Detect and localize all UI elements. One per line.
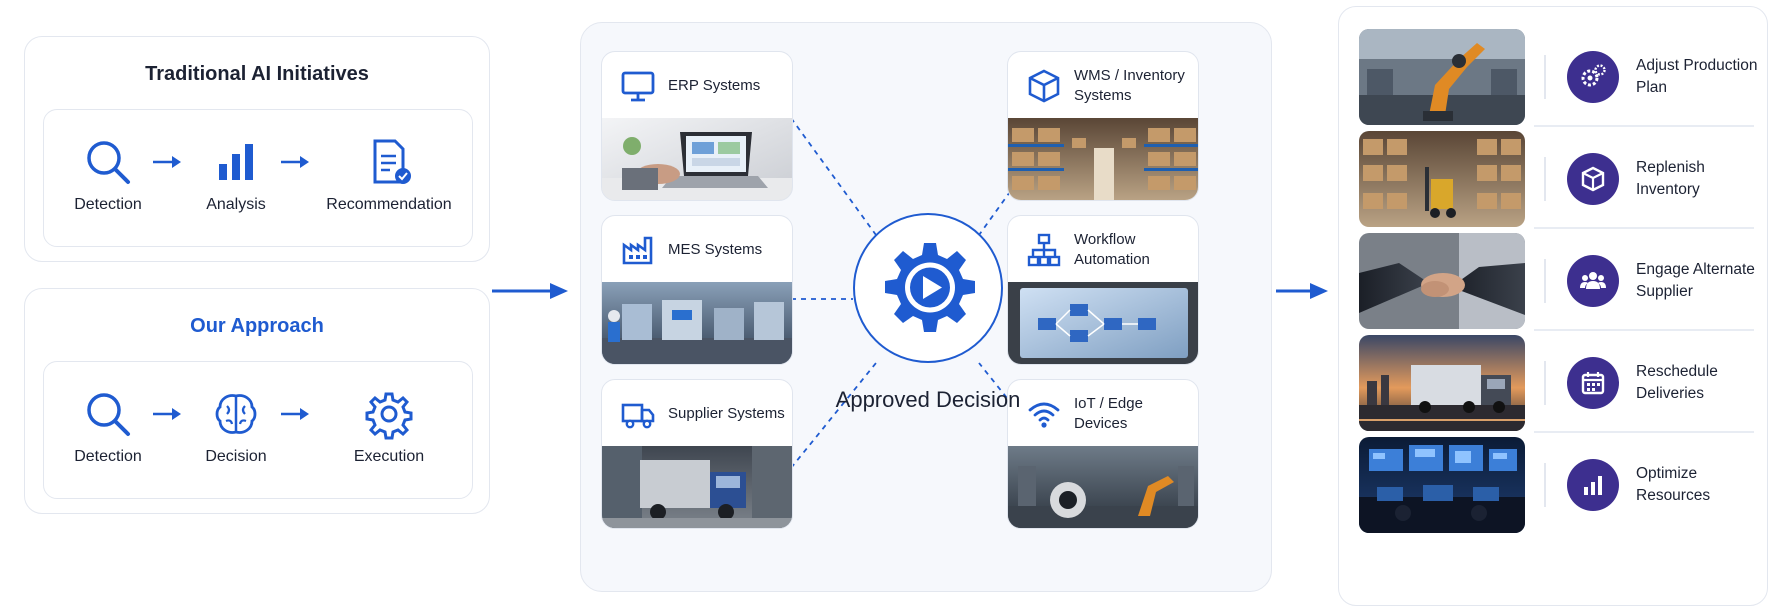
system-card-header: Supplier Systems (602, 380, 792, 448)
approach-step-execution: Execution (314, 388, 464, 466)
magnifier-icon (82, 388, 134, 440)
system-label: IoT / Edge Devices (1074, 394, 1198, 434)
bar-chart-icon (1579, 471, 1607, 499)
robot-arm-photo (1359, 29, 1525, 125)
system-label: Workflow Automation (1074, 230, 1198, 270)
action-icon-badge (1567, 153, 1619, 205)
system-card-erp: ERP Systems (601, 51, 793, 201)
step-label: Decision (176, 448, 296, 466)
action-icon-badge (1567, 459, 1619, 511)
system-card-header: MES Systems (602, 216, 792, 284)
people-icon (1579, 267, 1607, 295)
integration-panel: ERP Systems MES Systems Supplier Systems… (580, 22, 1272, 592)
row-divider (1544, 361, 1546, 405)
action-label: Replenish Inventory (1636, 157, 1766, 201)
monitor-icon (620, 68, 656, 104)
approved-decision-hub (853, 213, 1003, 363)
row-divider (1544, 463, 1546, 507)
handshake-photo (1359, 233, 1525, 329)
system-card-mes: MES Systems (601, 215, 793, 365)
step-label: Analysis (176, 196, 296, 214)
action-icon-badge (1567, 255, 1619, 307)
arrow-right-icon (280, 154, 310, 170)
row-divider (1544, 55, 1546, 99)
action-label: Reschedule Deliveries (1636, 361, 1766, 405)
action-icon-badge (1567, 357, 1619, 409)
row-divider (1544, 259, 1546, 303)
traditional-step-analysis: Analysis (176, 136, 296, 214)
row-separator (1534, 125, 1754, 127)
workflow-icon (1026, 232, 1062, 268)
arrow-right-icon (492, 280, 572, 302)
warehouse-shelves-photo (1008, 118, 1199, 200)
truck-dock-photo (602, 446, 793, 528)
action-icon-badge (1567, 51, 1619, 103)
system-label: MES Systems (668, 240, 762, 260)
step-label: Detection (48, 196, 168, 214)
brain-icon (210, 388, 262, 440)
row-separator (1534, 227, 1754, 229)
traditional-flow: Detection Analysis Recommendation (43, 109, 473, 247)
actions-card: Adjust Production Plan Replenish Invento… (1338, 6, 1768, 606)
approach-step-decision: Decision (176, 388, 296, 466)
arrow-right-icon (1276, 280, 1332, 302)
row-separator (1534, 431, 1754, 433)
system-card-header: Workflow Automation (1008, 216, 1198, 284)
box-icon (1026, 68, 1062, 104)
factory-line-photo (602, 282, 793, 364)
traditional-card: Traditional AI Initiatives Detection Ana… (24, 36, 490, 262)
row-separator (1534, 329, 1754, 331)
system-label: ERP Systems (668, 76, 760, 96)
action-label: Adjust Production Plan (1636, 55, 1766, 99)
step-label: Execution (314, 448, 464, 466)
action-label: Engage Alternate Supplier (1636, 259, 1766, 303)
traditional-title: Traditional AI Initiatives (25, 63, 489, 86)
approach-flow: Detection Decision Execution (43, 361, 473, 499)
factory-icon (620, 232, 656, 268)
workflow-screen-photo (1008, 282, 1199, 364)
hub-label: Approved Decision (813, 385, 1043, 414)
gear-play-icon (877, 237, 983, 343)
calendar-icon (1579, 369, 1607, 397)
office-laptop-photo (602, 118, 793, 200)
approach-card: Our Approach Detection Decision Executio… (24, 288, 490, 514)
action-label: Optimize Resources (1636, 463, 1766, 507)
arrow-right-icon (280, 406, 310, 422)
gears-icon (1579, 63, 1607, 91)
gear-icon (363, 388, 415, 440)
traditional-step-recommendation: Recommendation (314, 136, 464, 214)
approach-title: Our Approach (25, 315, 489, 338)
step-label: Recommendation (314, 196, 464, 214)
row-divider (1544, 157, 1546, 201)
system-card-header: WMS / Inventory Systems (1008, 52, 1198, 120)
magnifier-icon (82, 136, 134, 188)
system-card-workflow: Workflow Automation (1007, 215, 1199, 365)
system-card-header: ERP Systems (602, 52, 792, 120)
system-card-wms: WMS / Inventory Systems (1007, 51, 1199, 201)
system-label: Supplier Systems (668, 404, 785, 424)
traditional-step-detection: Detection (48, 136, 168, 214)
warehouse-forklift-photo (1359, 131, 1525, 227)
document-check-icon (363, 136, 415, 188)
system-card-supplier: Supplier Systems (601, 379, 793, 529)
system-label: WMS / Inventory Systems (1074, 66, 1198, 106)
box-icon (1579, 165, 1607, 193)
bar-chart-icon (210, 136, 262, 188)
approach-step-detection: Detection (48, 388, 168, 466)
control-room-photo (1359, 437, 1525, 533)
step-label: Detection (48, 448, 168, 466)
truck-icon (620, 396, 656, 432)
truck-sunset-photo (1359, 335, 1525, 431)
iot-robot-photo (1008, 446, 1199, 528)
